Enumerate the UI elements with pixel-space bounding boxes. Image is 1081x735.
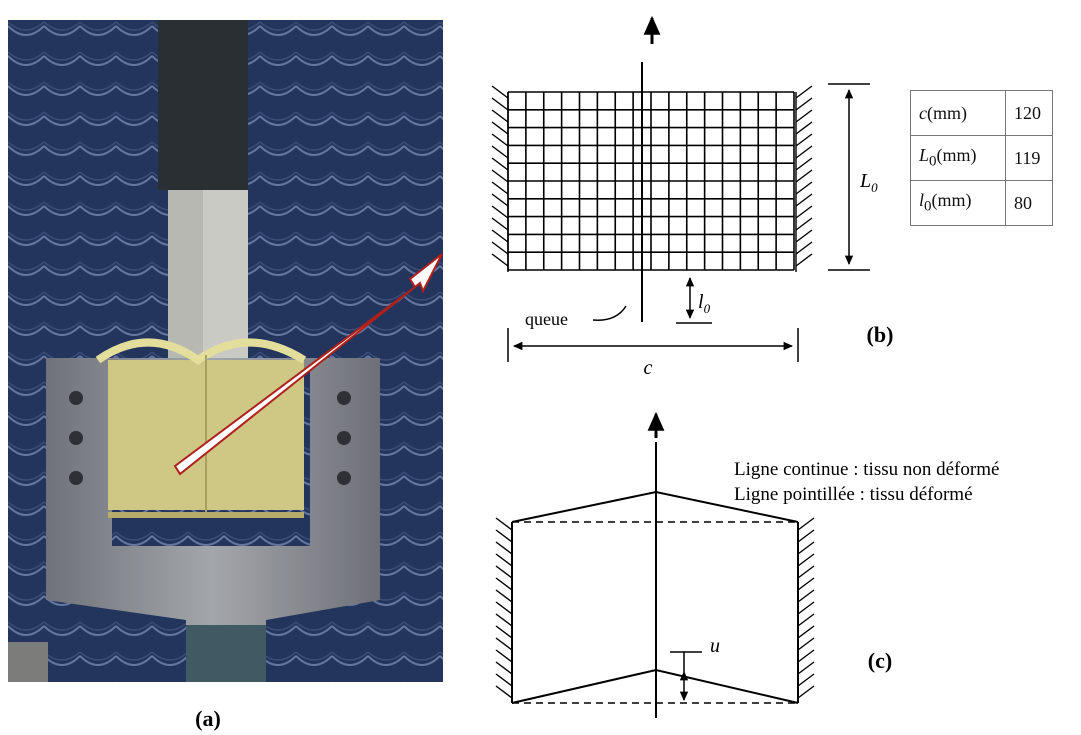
tail-label: queue — [525, 309, 568, 329]
u-shaped-fixture — [46, 358, 380, 682]
panel-label-b: (b) — [867, 322, 894, 347]
panel-label-a: (a) — [195, 706, 221, 731]
clamp-hatching-right — [795, 85, 813, 272]
table-row: L0(mm) 119 — [910, 135, 1053, 181]
diagram-c: u Ligne continue : tissu non déformé Lig… — [495, 411, 999, 718]
dimension-label-l0: l0 — [698, 291, 711, 316]
table-value: 120 — [1005, 90, 1053, 136]
dimension-label-c: c — [644, 357, 653, 379]
dimensions-table: c(mm) 120 L0(mm) 119 l0(mm) 80 — [910, 90, 1053, 226]
fixture-holes — [69, 391, 351, 485]
table-value: 80 — [1005, 180, 1053, 226]
panel-label-c: (c) — [868, 648, 892, 673]
table-unit: (mm) — [927, 102, 967, 123]
dimension-label-u: u — [710, 635, 720, 657]
clamp-hatching-left-c — [495, 517, 513, 703]
table-var: l — [919, 190, 925, 211]
table-value: 119 — [1005, 135, 1053, 181]
photo-experimental-setup — [8, 20, 443, 682]
clamp-hatching-left — [491, 85, 509, 272]
dimension-label-L0: L0 — [859, 170, 878, 195]
table-sub: 0 — [924, 198, 932, 215]
table-var: L — [919, 145, 930, 166]
pointer-arrow — [173, 253, 443, 476]
table-var: c — [919, 102, 927, 123]
lower-clamp — [186, 625, 266, 682]
table-unit: (mm) — [936, 145, 977, 166]
upper-grip — [158, 20, 248, 190]
table-unit: (mm) — [931, 190, 972, 211]
table-row: c(mm) 120 — [910, 90, 1053, 136]
diagram-b: L0 l0 queue c (b) — [491, 15, 894, 379]
clamp-hatching-right-c — [797, 517, 815, 703]
table-row: l0(mm) 80 — [910, 180, 1053, 226]
legend-solid-line: Ligne continue : tissu non déformé — [734, 459, 999, 480]
legend-dashed-line: Ligne pointillée : tissu déformé — [734, 484, 973, 505]
table-sub: 0 — [929, 153, 937, 170]
fabric-grid — [507, 91, 795, 271]
